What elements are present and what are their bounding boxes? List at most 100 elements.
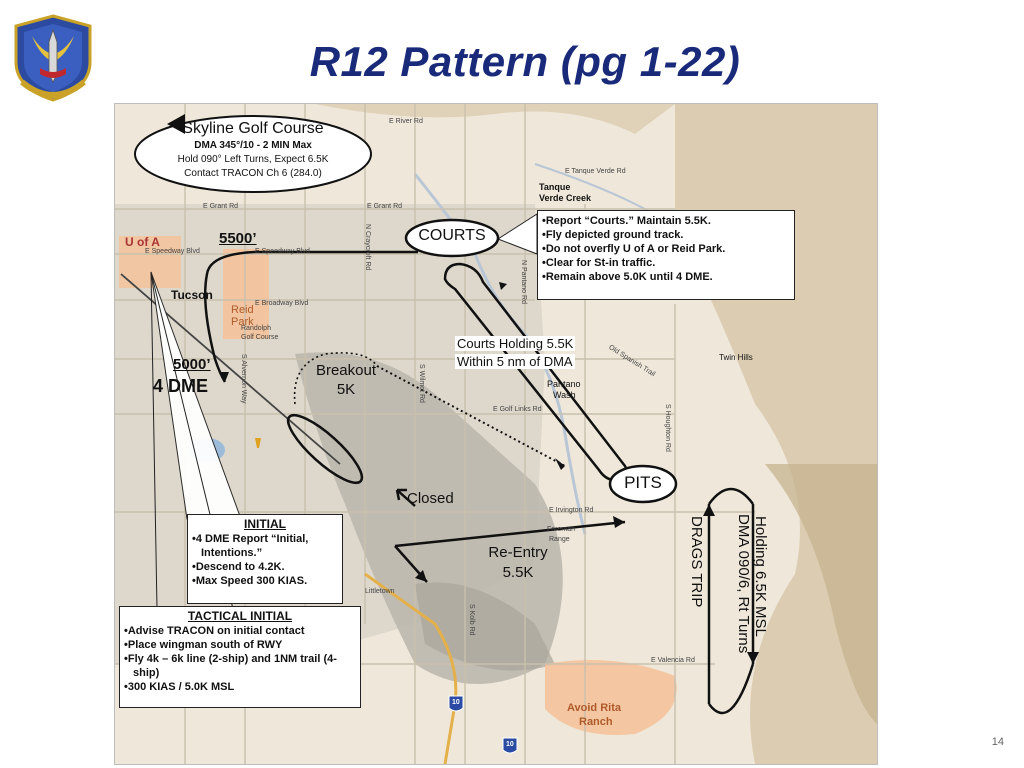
drags-holding-racetrack — [707, 487, 755, 715]
initial-bullet-3: Max Speed 300 KIAS. — [192, 574, 338, 588]
breakout-racetrack — [286, 413, 364, 485]
avoid-rita-label-1: Avoid Rita — [567, 702, 621, 714]
initial-callout: INITIAL 4 DME Report “Initial, Intention… — [187, 514, 343, 604]
road-broadway: E Broadway Blvd — [255, 300, 309, 307]
courts-bullet-5: Remain above 5.0K until 4 DME. — [542, 270, 790, 284]
page-number: 14 — [991, 736, 1004, 748]
closed-label: Closed — [407, 490, 454, 507]
pits-oval — [608, 464, 678, 504]
tactical-initial-callout: TACTICAL INITIAL Advise TRACON on initia… — [119, 606, 361, 708]
courts-holding-arrow — [499, 282, 507, 290]
courts-bullet-3: Do not overfly U of A or Reid Park. — [542, 242, 790, 256]
breakout-arrowhead — [555, 458, 565, 470]
air-combat-command-logo — [14, 14, 92, 102]
courts-oval — [404, 218, 500, 258]
u-of-a-area — [119, 236, 181, 288]
reid-park-label-2: Park — [231, 316, 254, 328]
road-speedway-east: E Speedway Blvd — [255, 248, 310, 255]
skyline-line3: Hold 090° Left Turns, Expect 6.5K — [177, 154, 329, 165]
pattern-map: U of A Tucson Reid Park Randolph Golf Co… — [114, 103, 878, 765]
road-houghton: S Houghton Rd — [664, 404, 671, 452]
downwind-arrowhead — [415, 570, 427, 582]
road-tanque-verde: E Tanque Verde Rd — [565, 168, 626, 175]
interstate-label-2: 10 — [506, 741, 514, 748]
interstate-shield-2 — [502, 737, 518, 754]
skyline-title: Skyline Golf Course — [182, 120, 324, 137]
tactical-bullet-2: Place wingman south of RWY — [124, 638, 356, 652]
holding-label-2: DMA 090/6, Rt Turns — [735, 514, 752, 654]
pantano-label-1: Pantano — [547, 379, 581, 389]
ground-track-main — [203, 250, 418, 383]
road-golf-links: E Golf Links Rd — [493, 406, 542, 413]
reid-park-area — [223, 249, 269, 339]
rincon-mountains — [765, 464, 877, 724]
courts-callout: Report “Courts.” Maintain 5.5K. Fly depi… — [537, 210, 795, 300]
road-speedway-west: E Speedway Blvd — [145, 248, 200, 255]
reid-park-label-1: Reid — [231, 304, 254, 316]
interstate-label-1: 10 — [452, 699, 460, 706]
initial-bullet-2: Descend to 4.2K. — [192, 560, 338, 574]
road-craycroft: N Craycroft Rd — [364, 224, 371, 271]
skyline-arrow — [167, 114, 185, 134]
tactical-bullet-4: 300 KIAS / 5.0K MSL — [124, 680, 356, 694]
courts-bullet-4: Clear for St-in traffic. — [542, 256, 790, 270]
courts-bullet-2: Fly depicted ground track. — [542, 228, 790, 242]
holding-label-1: Holding 6.5K MSL — [752, 516, 769, 637]
dme4-label: 4 DME — [153, 376, 209, 396]
map-marker — [255, 438, 261, 448]
breakout-dotted-path — [293, 352, 378, 405]
tactical-header: TACTICAL INITIAL — [187, 609, 293, 623]
interstate-shield-1 — [448, 695, 464, 712]
tactical-bullet-3: Fly 4k – 6k line (2-ship) and 1NM trail … — [124, 652, 356, 680]
alt-5000-label: 5000’ — [173, 356, 211, 373]
tanque-label-2: Verde Creek — [539, 193, 592, 203]
road-kolb: S Kolb Rd — [468, 604, 475, 636]
road-valencia: E Valencia Rd — [651, 657, 695, 664]
holding-label-3: DRAGS TRIP — [688, 516, 705, 608]
road-wilmot: S Wilmot Rd — [418, 364, 425, 403]
foreman-label-2: Range — [549, 536, 570, 543]
breakout-label-1: Breakout — [315, 362, 377, 379]
aircraft-storage-area — [415, 582, 555, 671]
tactical-bullet-1: Advise TRACON on initial contact — [124, 624, 356, 638]
littletown-label: Littletown — [365, 588, 395, 595]
skyline-line2: DMA 345°/10 - 2 MIN Max — [194, 140, 312, 151]
courts-label: COURTS — [418, 227, 486, 244]
skyline-oval — [134, 115, 372, 193]
courts-holding-label-2: Within 5 nm of DMA — [455, 354, 575, 369]
skyline-line4: Contact TRACON Ch 6 (284.0) — [184, 168, 322, 179]
reentry-label-1: Re-Entry — [488, 544, 548, 561]
foreman-label-1: Foreman — [547, 526, 576, 533]
road-alvernon: S Alvernon Way — [240, 354, 247, 404]
road-pantano: N Pantano Rd — [520, 260, 527, 304]
pits-label: PITS — [624, 473, 662, 492]
tanque-label-1: Tanque — [539, 182, 571, 192]
golf-course-label: Golf Course — [241, 334, 279, 341]
courts-bullet-1: Report “Courts.” Maintain 5.5K. — [542, 214, 790, 228]
alt-5500-label: 5500’ — [219, 230, 257, 247]
road-river: E River Rd — [389, 118, 423, 125]
initial-header: INITIAL — [244, 517, 286, 531]
reentry-line — [394, 520, 626, 548]
pantano-label-2: Wash — [553, 390, 576, 400]
u-of-a-label: U of A — [125, 235, 160, 249]
randolph-label: Randolph — [241, 325, 271, 332]
drags-inbound-arrow — [703, 504, 715, 516]
twin-hills-label: Twin Hills — [719, 353, 753, 362]
slide-title: R12 Pattern (pg 1-22) — [309, 38, 741, 85]
road-grant-east: E Grant Rd — [367, 203, 403, 210]
avoid-rita-label-2: Ranch — [579, 716, 613, 728]
tucson-label: Tucson — [171, 288, 213, 302]
northern-hills — [315, 104, 675, 134]
road-irvington: E Irvington Rd — [549, 507, 594, 514]
courts-holding-label-1: Courts Holding 5.5K — [455, 336, 576, 351]
breakout-label-2: 5K — [336, 381, 356, 398]
breakout-dotted-route — [376, 365, 566, 467]
drags-holding-arrow — [747, 652, 759, 664]
rita-ranch-area — [545, 660, 677, 735]
reentry-arrowhead — [613, 516, 625, 528]
reentry-label-2: 5.5K — [502, 564, 534, 581]
closed-arrow — [395, 488, 416, 507]
road-grant-west: E Grant Rd — [203, 203, 239, 210]
initial-bullet-1: 4 DME Report “Initial, Intentions.” — [192, 532, 338, 560]
